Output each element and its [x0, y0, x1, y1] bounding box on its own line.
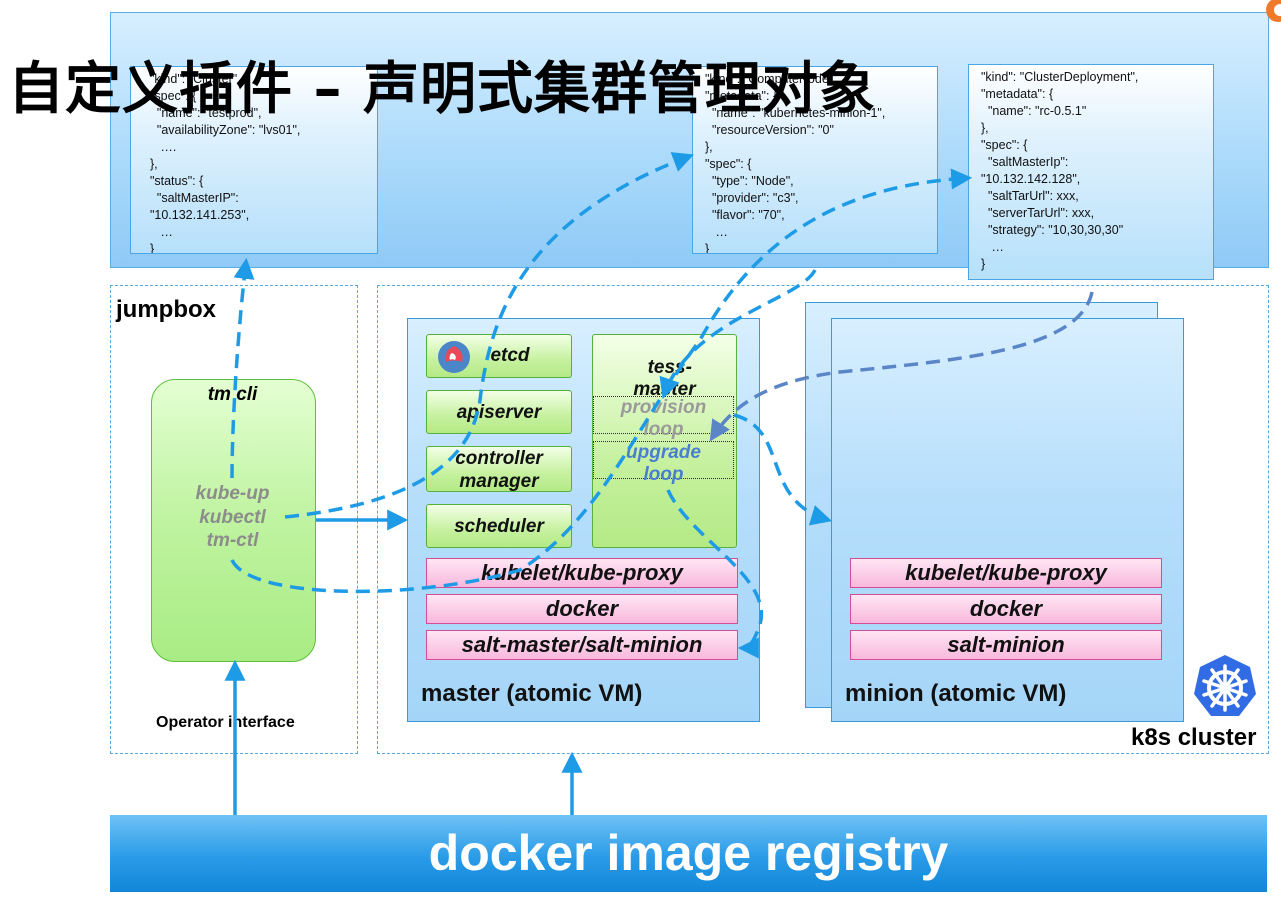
cli-tools-list: kube-up kubectl tm-ctl [151, 482, 314, 553]
k8s-cluster-label: k8s cluster [1131, 724, 1257, 751]
provision-loop-box: provision loop [593, 396, 734, 440]
page-title: 自定义插件 – 声明式集群管理对象 [8, 57, 876, 122]
etcd-label: etcd [490, 345, 530, 366]
operator-interface-label: Operator interface [156, 714, 295, 731]
etcd-logo-icon [437, 340, 471, 374]
tool-kubectl: kubectl [199, 506, 266, 528]
tm-cli-label: tm cli [207, 384, 258, 405]
upgrade-loop-box: upgrade loop [593, 441, 734, 485]
master-docker-layer: docker [426, 594, 738, 624]
scheduler-box: scheduler [426, 504, 572, 548]
master-vm-label: master (atomic VM) [421, 680, 643, 707]
master-salt-layer: salt-master/salt-minion [426, 630, 738, 660]
minion-kubelet-layer: kubelet/kube-proxy [850, 558, 1162, 588]
cluster-deployment-object-doc: "kind": "ClusterDeployment", "metadata":… [968, 64, 1214, 280]
minion-salt-layer: salt-minion [850, 630, 1162, 660]
apiserver-box: apiserver [426, 390, 572, 434]
corner-logo-icon [1256, 0, 1281, 30]
minion-docker-layer: docker [850, 594, 1162, 624]
minion-vm-label: minion (atomic VM) [845, 680, 1067, 707]
master-kubelet-layer: kubelet/kube-proxy [426, 558, 738, 588]
minion-vm [831, 318, 1184, 722]
kubernetes-helm-icon [1190, 652, 1260, 722]
tess-master-label: tess- master [633, 357, 696, 400]
jumpbox-label: jumpbox [116, 296, 216, 323]
docker-image-registry: docker image registry [110, 815, 1267, 892]
tool-kube-up: kube-up [195, 483, 270, 504]
controller-manager-box: controller manager [426, 446, 572, 492]
tool-tm-ctl: tm-ctl [206, 530, 259, 551]
